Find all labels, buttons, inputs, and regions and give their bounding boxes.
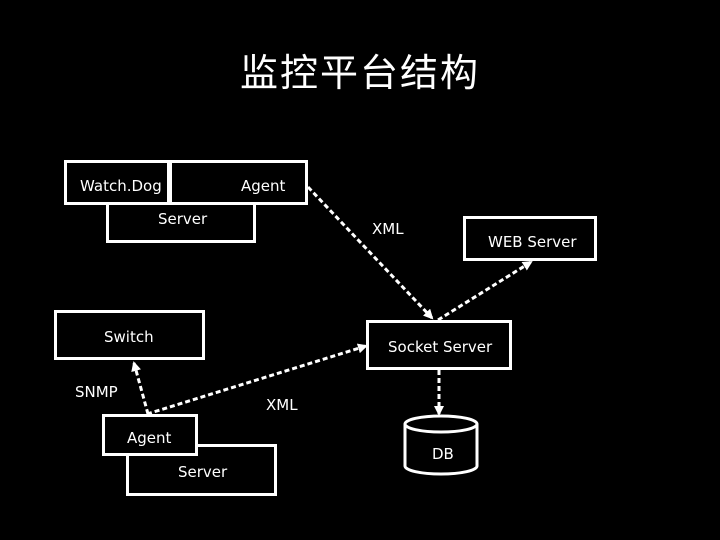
socket-to-web-arrow bbox=[437, 260, 533, 322]
xml-top-label: XML bbox=[372, 220, 404, 238]
web-server-label: WEB Server bbox=[488, 233, 577, 251]
page-title: 监控平台结构 bbox=[239, 51, 480, 95]
watchdog-label: Watch.Dog bbox=[80, 177, 162, 195]
agent-bottom-to-switch-arrow bbox=[131, 361, 150, 415]
watchdog-box[interactable]: Watch.Dog bbox=[64, 160, 170, 205]
socket-server-box[interactable]: Socket Server bbox=[366, 320, 512, 370]
agent-bottom-box[interactable]: Agent bbox=[102, 414, 198, 456]
agent-to-socket-arrow bbox=[306, 185, 434, 320]
db-label: DB bbox=[432, 445, 454, 463]
agent-bottom-label: Agent bbox=[127, 429, 172, 447]
xml-bottom-label: XML bbox=[266, 396, 298, 414]
db-cylinder[interactable] bbox=[403, 414, 479, 476]
agent-top-box[interactable]: Agent bbox=[169, 160, 308, 205]
agent-top-label: Agent bbox=[241, 177, 286, 195]
switch-box[interactable]: Switch bbox=[54, 310, 205, 360]
agent-bottom-to-socket-arrow bbox=[146, 343, 368, 416]
socket-server-label: Socket Server bbox=[388, 338, 493, 356]
server-bottom-label: Server bbox=[178, 463, 228, 481]
snmp-label: SNMP bbox=[75, 383, 118, 401]
switch-label: Switch bbox=[104, 328, 154, 346]
server-top-label: Server bbox=[158, 210, 208, 228]
web-server-box[interactable]: WEB Server bbox=[463, 216, 597, 261]
